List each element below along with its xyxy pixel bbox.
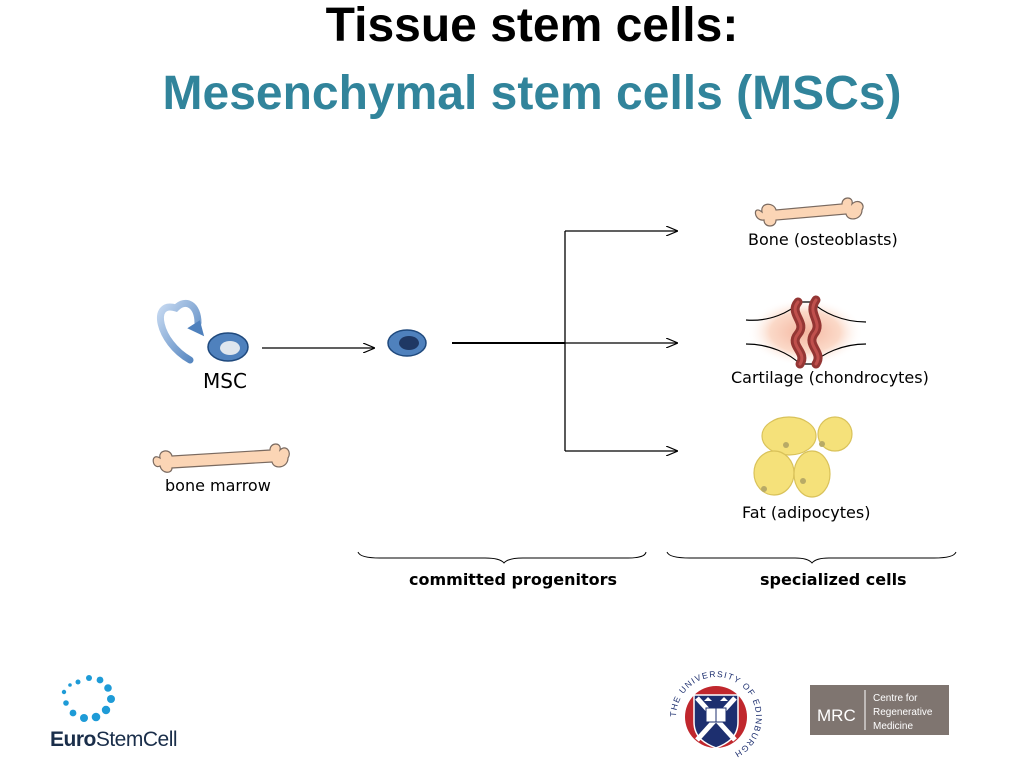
mrc-line3: Medicine bbox=[873, 721, 913, 732]
bone-icon bbox=[754, 197, 864, 227]
circular-arrow-icon bbox=[157, 300, 205, 364]
specialized-bracket bbox=[666, 551, 957, 564]
bone-marrow-icon bbox=[152, 443, 290, 473]
cartilage-label: Cartilage (chondrocytes) bbox=[731, 368, 929, 387]
svg-text:EuroStemCell: EuroStemCell bbox=[50, 728, 177, 751]
fat-label: Fat (adipocytes) bbox=[742, 503, 870, 522]
mrc-logo: MRC Centre for Regenerative Medicine bbox=[810, 685, 949, 735]
msc-cell-icon bbox=[207, 332, 249, 362]
edinburgh-crest-logo: THE UNIVERSITY OF EDINBURGH bbox=[668, 669, 763, 760]
cartilage-joint-icon bbox=[745, 295, 867, 369]
slide-title: Tissue stem cells: bbox=[325, 0, 739, 52]
mrc-line2: Regenerative bbox=[873, 707, 933, 718]
eurostemcell-text-stemcell: StemCell bbox=[96, 728, 177, 751]
fat-cells-icon bbox=[753, 416, 853, 498]
branching-arrows bbox=[452, 231, 677, 451]
bone-marrow-label: bone marrow bbox=[165, 476, 271, 495]
progenitors-bracket bbox=[357, 551, 647, 564]
slide-subtitle: Mesenchymal stem cells (MSCs) bbox=[162, 67, 902, 120]
eurostemcell-dots-icon bbox=[61, 675, 115, 722]
msc-label: MSC bbox=[203, 369, 247, 393]
eurostemcell-logo: EuroStemCell bbox=[50, 675, 178, 751]
bone-label: Bone (osteoblasts) bbox=[748, 230, 898, 249]
eurostemcell-text-euro: Euro bbox=[50, 728, 96, 751]
mrc-line1: Centre for bbox=[873, 693, 918, 704]
progenitors-label: committed progenitors bbox=[409, 570, 617, 589]
mrc-abbr: MRC bbox=[817, 706, 856, 725]
specialized-label: specialized cells bbox=[760, 570, 907, 589]
progenitor-cell-icon bbox=[387, 329, 427, 357]
